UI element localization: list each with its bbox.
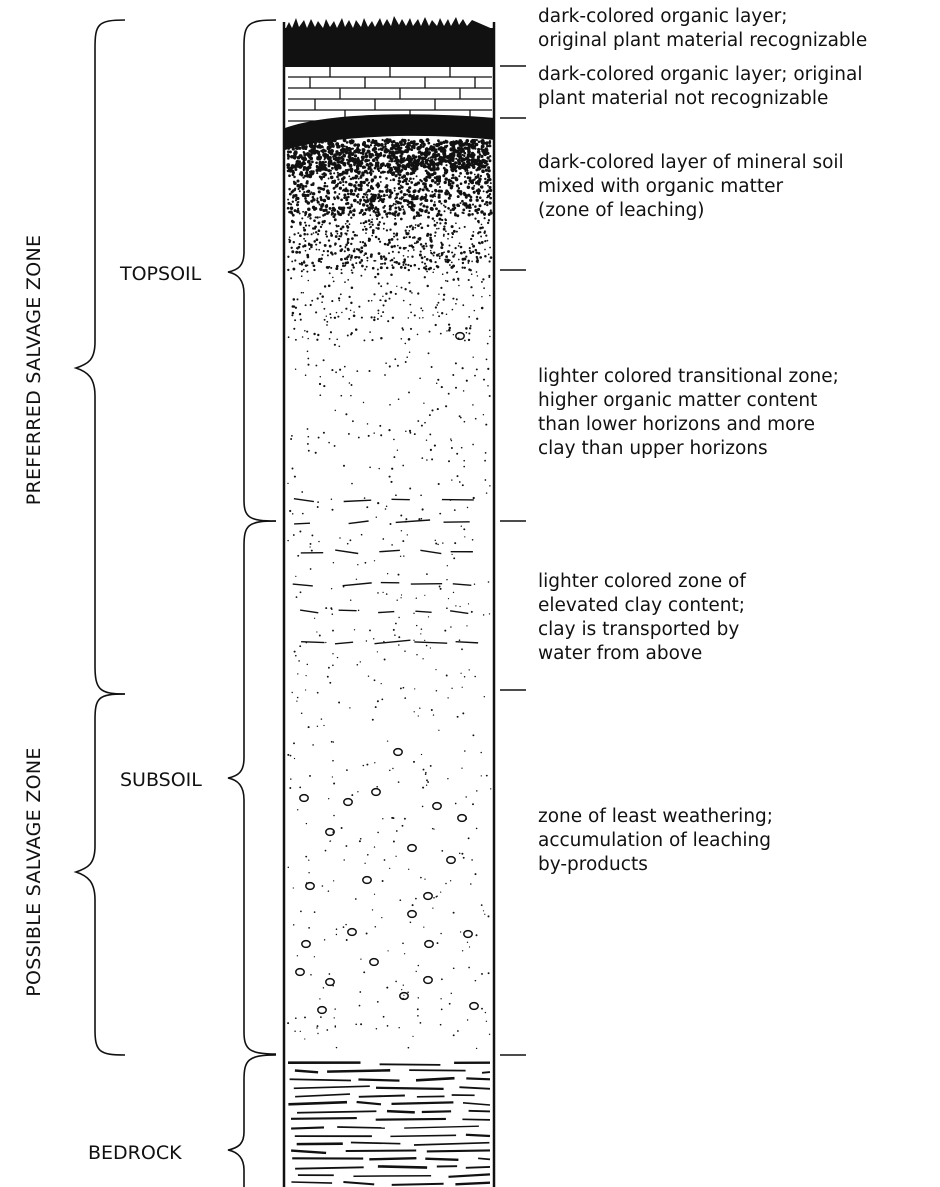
- organic-layer-not-recognizable: [285, 65, 495, 122]
- weathering-zone-pebbles: [295, 331, 479, 1015]
- horizon-descriptions: dark-colored organic layer; original pla…: [538, 6, 868, 875]
- possible-zone-brace: [73, 693, 126, 1056]
- desc-organic-recognizable: dark-colored organic layer; original pla…: [538, 6, 867, 51]
- clay-zone-dashes: [292, 497, 479, 645]
- organic-layer-recognizable: [285, 16, 495, 66]
- soil-column: [282, 16, 496, 1187]
- desc-organic-not-recognizable: dark-colored organic layer; original pla…: [538, 64, 868, 109]
- desc-transitional-zone: lighter colored transitional zone; highe…: [538, 366, 845, 459]
- leaching-zone-top-edge: [285, 114, 495, 150]
- horizon-boundary-ticks: [500, 65, 526, 1056]
- topsoil-brace: [227, 19, 277, 522]
- preferred-salvage-zone-label: PREFERRED SALVAGE ZONE: [23, 235, 45, 506]
- preferred-zone-brace: [73, 19, 126, 695]
- subsoil-label: SUBSOIL: [120, 769, 202, 791]
- topsoil-label: TOPSOIL: [119, 263, 202, 285]
- bedrock-brace: [227, 1054, 277, 1187]
- desc-least-weathering: zone of least weathering; accumulation o…: [538, 806, 779, 875]
- bedrock-strata: [287, 1061, 491, 1186]
- mineral-soil-stipple: [286, 138, 493, 1050]
- desc-zone-of-leaching: dark-colored layer of mineral soil mixed…: [538, 152, 850, 221]
- desc-clay-zone: lighter colored zone of elevated clay co…: [538, 571, 752, 664]
- possible-salvage-zone-label: POSSIBLE SALVAGE ZONE: [23, 747, 45, 996]
- bedrock-label: BEDROCK: [88, 1142, 182, 1164]
- subsoil-brace: [227, 520, 277, 1055]
